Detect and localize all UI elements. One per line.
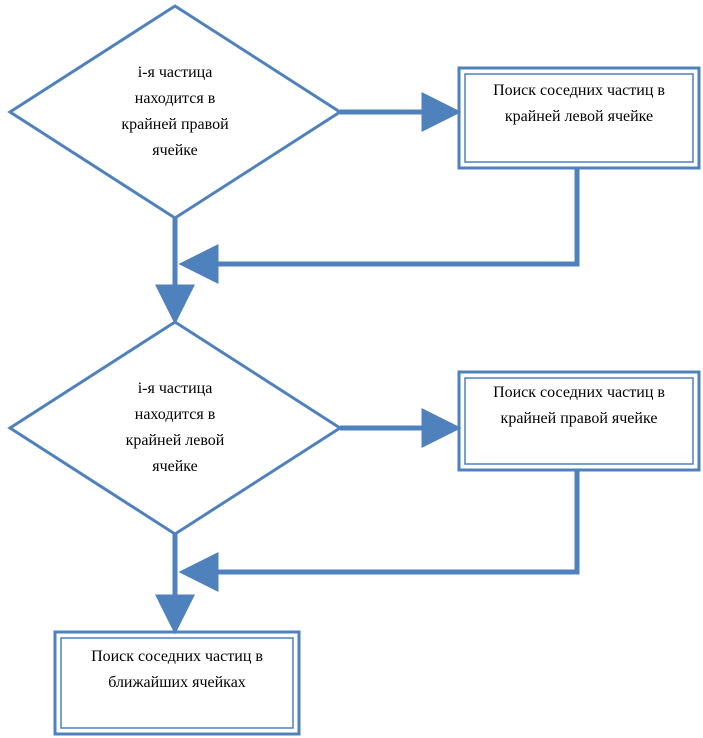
- arrow-process1-return: [178, 168, 580, 284]
- decision-2-line-1: i-я частица: [137, 380, 213, 397]
- process-box-1: [457, 66, 701, 170]
- decision-1-line-1: i-я частица: [137, 64, 213, 81]
- arrow-process2-return: [178, 470, 580, 592]
- decision-2-line-4: ячейке: [152, 458, 198, 475]
- process-box-3: [53, 630, 301, 736]
- decision-1-line-3: крайней правой: [121, 116, 229, 133]
- decision-2-line-3: крайней левой: [125, 432, 225, 449]
- process-1-label: Поиск соседних частиц в крайней левой яч…: [465, 78, 693, 130]
- decision-1-line-2: находится в: [134, 90, 216, 107]
- process-box-2: [457, 370, 701, 472]
- process-2-label: Поиск соседних частиц в крайней правой я…: [465, 380, 693, 432]
- decision-1-line-4: ячейке: [152, 142, 198, 159]
- process-3-line-2: ближайших ячейках: [108, 674, 246, 691]
- process-3-label: Поиск соседних частиц в ближайших ячейка…: [61, 644, 293, 696]
- decision-1-label: i-я частица находится в крайней правой я…: [95, 60, 255, 164]
- process-1-line-1: Поиск соседних частиц в: [493, 82, 665, 99]
- decision-2-label: i-я частица находится в крайней левой яч…: [95, 376, 255, 480]
- process-2-line-2: крайней правой ячейке: [500, 410, 658, 427]
- process-1-line-2: крайней левой ячейке: [504, 108, 654, 125]
- process-2-line-1: Поиск соседних частиц в: [493, 384, 665, 401]
- process-3-line-1: Поиск соседних частиц в: [91, 648, 263, 665]
- decision-2-line-2: находится в: [134, 406, 216, 423]
